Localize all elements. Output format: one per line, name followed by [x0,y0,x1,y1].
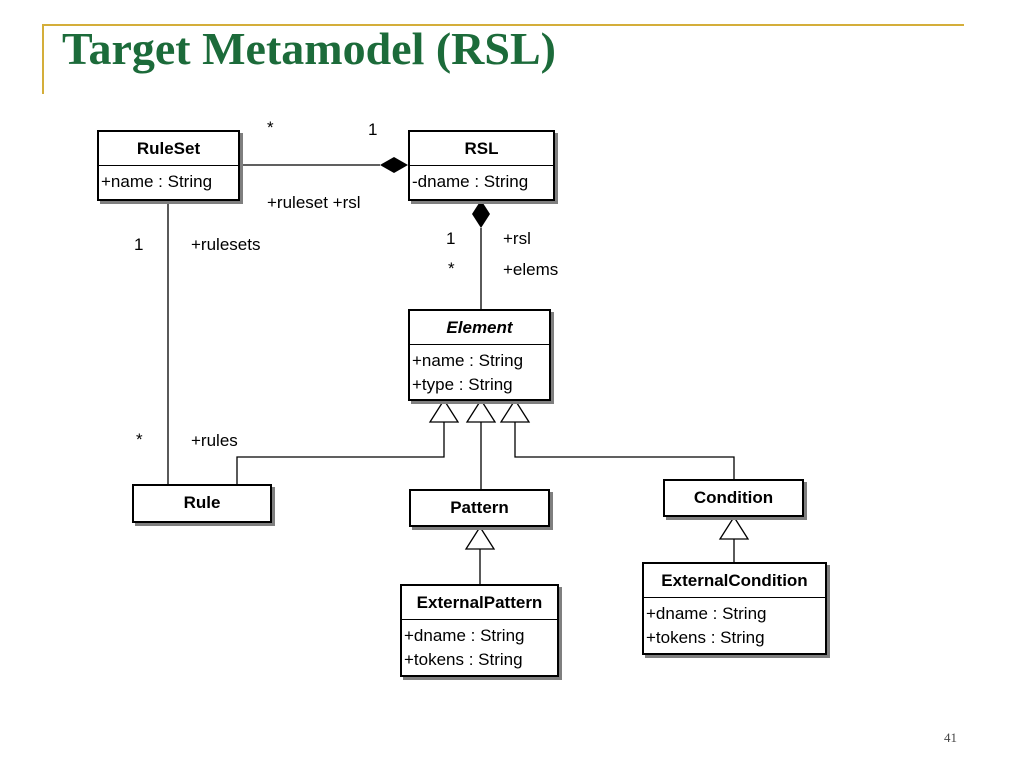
class-attribute: +type : String [412,375,513,394]
class-condition: Condition [663,479,804,517]
class-attribute: +tokens : String [404,650,523,669]
class-name: Pattern [450,498,509,517]
class-attribute: +dname : String [646,604,767,623]
class-name: RuleSet [99,132,238,166]
class-external-pattern: ExternalPattern +dname : String +tokens … [400,584,559,677]
composition-diamond-icon [380,157,408,173]
multiplicity-label: * [136,430,143,449]
generalization-arrow-icon [499,398,531,423]
class-rsl: RSL -dname : String [408,130,555,201]
role-label: +rulesets [191,235,261,254]
multiplicity-label: 1 [134,235,144,254]
class-attribute: +name : String [412,351,524,370]
generalization-arrow-icon [718,515,750,540]
rule-generalization-line [236,422,445,485]
page-number: 41 [944,730,957,745]
class-attribute: +tokens : String [646,628,765,647]
multiplicity-label: 1 [368,120,378,139]
generalization-arrow-icon [465,398,497,423]
generalization-arrow-icon [428,398,460,423]
class-rule: Rule [132,484,272,523]
class-name: RSL [410,132,553,166]
class-attribute: +dname : String [404,626,525,645]
class-element: Element +name : String +type : String [408,309,551,401]
role-label: +rsl [503,229,531,248]
composition-diamond-icon [472,200,490,228]
class-name: Element [410,311,549,345]
role-label: +rules [191,431,238,450]
class-pattern: Pattern [409,489,550,527]
condition-generalization-line [514,422,735,480]
generalization-arrow-icon [464,525,496,550]
accent-vertical-rule [42,24,44,94]
accent-horizontal-rule [42,24,964,26]
class-name: Rule [183,493,221,512]
multiplicity-label: * [267,118,274,137]
slide-title: Target Metamodel (RSL) [62,23,556,74]
class-attribute: +name : String [101,172,213,191]
role-label: +ruleset +rsl [267,193,361,212]
class-name: ExternalCondition [644,564,825,598]
class-name: ExternalPattern [402,586,557,620]
class-ruleset: RuleSet +name : String [97,130,240,201]
class-attribute: -dname : String [412,172,529,191]
role-label: +elems [503,260,559,279]
multiplicity-label: 1 [446,229,456,248]
multiplicity-label: * [448,259,455,278]
class-name: Condition [693,488,774,507]
class-external-condition: ExternalCondition +dname : String +token… [642,562,827,655]
